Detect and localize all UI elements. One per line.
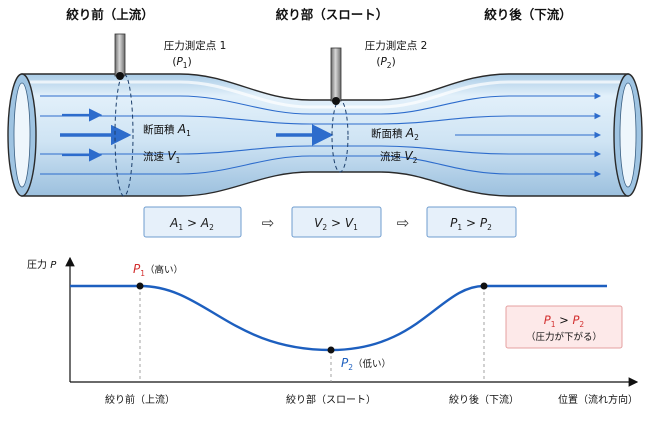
svg-text:（圧力が下がる）: （圧力が下がる）: [526, 331, 602, 343]
p2-label: P2（低い）: [341, 356, 391, 372]
svg-text:V2 > V1: V2 > V1: [314, 216, 358, 232]
tap2-symbol: (P2): [376, 56, 395, 70]
point-p1: [136, 282, 144, 290]
section-title-throat: 絞り部（スロート）: [276, 7, 389, 22]
implies-arrow-1: ⇨: [262, 214, 275, 232]
x-tick-downstream: 絞り後（下流）: [449, 393, 519, 406]
region1-area: 断面積 A1: [143, 122, 191, 138]
x-axis-label: 位置（流れ方向）: [558, 393, 638, 406]
y-axis-label: 圧力 P: [27, 258, 57, 271]
svg-text:A1 > A2: A1 > A2: [169, 216, 214, 232]
region2-area: 断面積 A2: [371, 126, 419, 142]
pressure-tap-2: [330, 47, 342, 105]
relation-area: A1 > A2: [143, 206, 242, 238]
pressure-tap-1: [114, 33, 126, 80]
point-downstream: [480, 282, 488, 290]
upstream-flow-arrows: [60, 108, 132, 162]
region2-velocity: 流速 V2: [380, 149, 418, 165]
section-title-downstream: 絞り後（下流）: [484, 7, 572, 22]
x-tick-throat: 絞り部（スロート）: [286, 393, 376, 406]
section-title-upstream: 絞り前（上流）: [66, 7, 154, 22]
flow-streamlines: [40, 92, 602, 178]
section-marker-1: [114, 73, 134, 197]
point-p2: [327, 346, 335, 354]
x-tick-upstream: 絞り前（上流）: [105, 393, 175, 406]
pressure-drop-note: P1 > P2 （圧力が下がる）: [505, 305, 623, 349]
tap1-label: 圧力測定点 1: [164, 39, 227, 52]
relation-velocity: V2 > V1: [291, 206, 382, 238]
region1-velocity: 流速 V1: [143, 149, 181, 165]
implies-arrow-2: ⇨: [397, 214, 410, 232]
svg-text:P1 > P2: P1 > P2: [450, 216, 492, 232]
tap2-label: 圧力測定点 2: [365, 39, 428, 52]
svg-text:P1 > P2: P1 > P2: [544, 313, 585, 329]
pressure-graph: 圧力 P P1（高い） P2（低い） 絞り前（上流） 絞り部（スロート） 絞り後…: [27, 256, 639, 406]
tap1-symbol: (P1): [172, 56, 191, 70]
relation-pressure: P1 > P2: [426, 206, 517, 238]
p1-label: P1（高い）: [133, 262, 183, 278]
